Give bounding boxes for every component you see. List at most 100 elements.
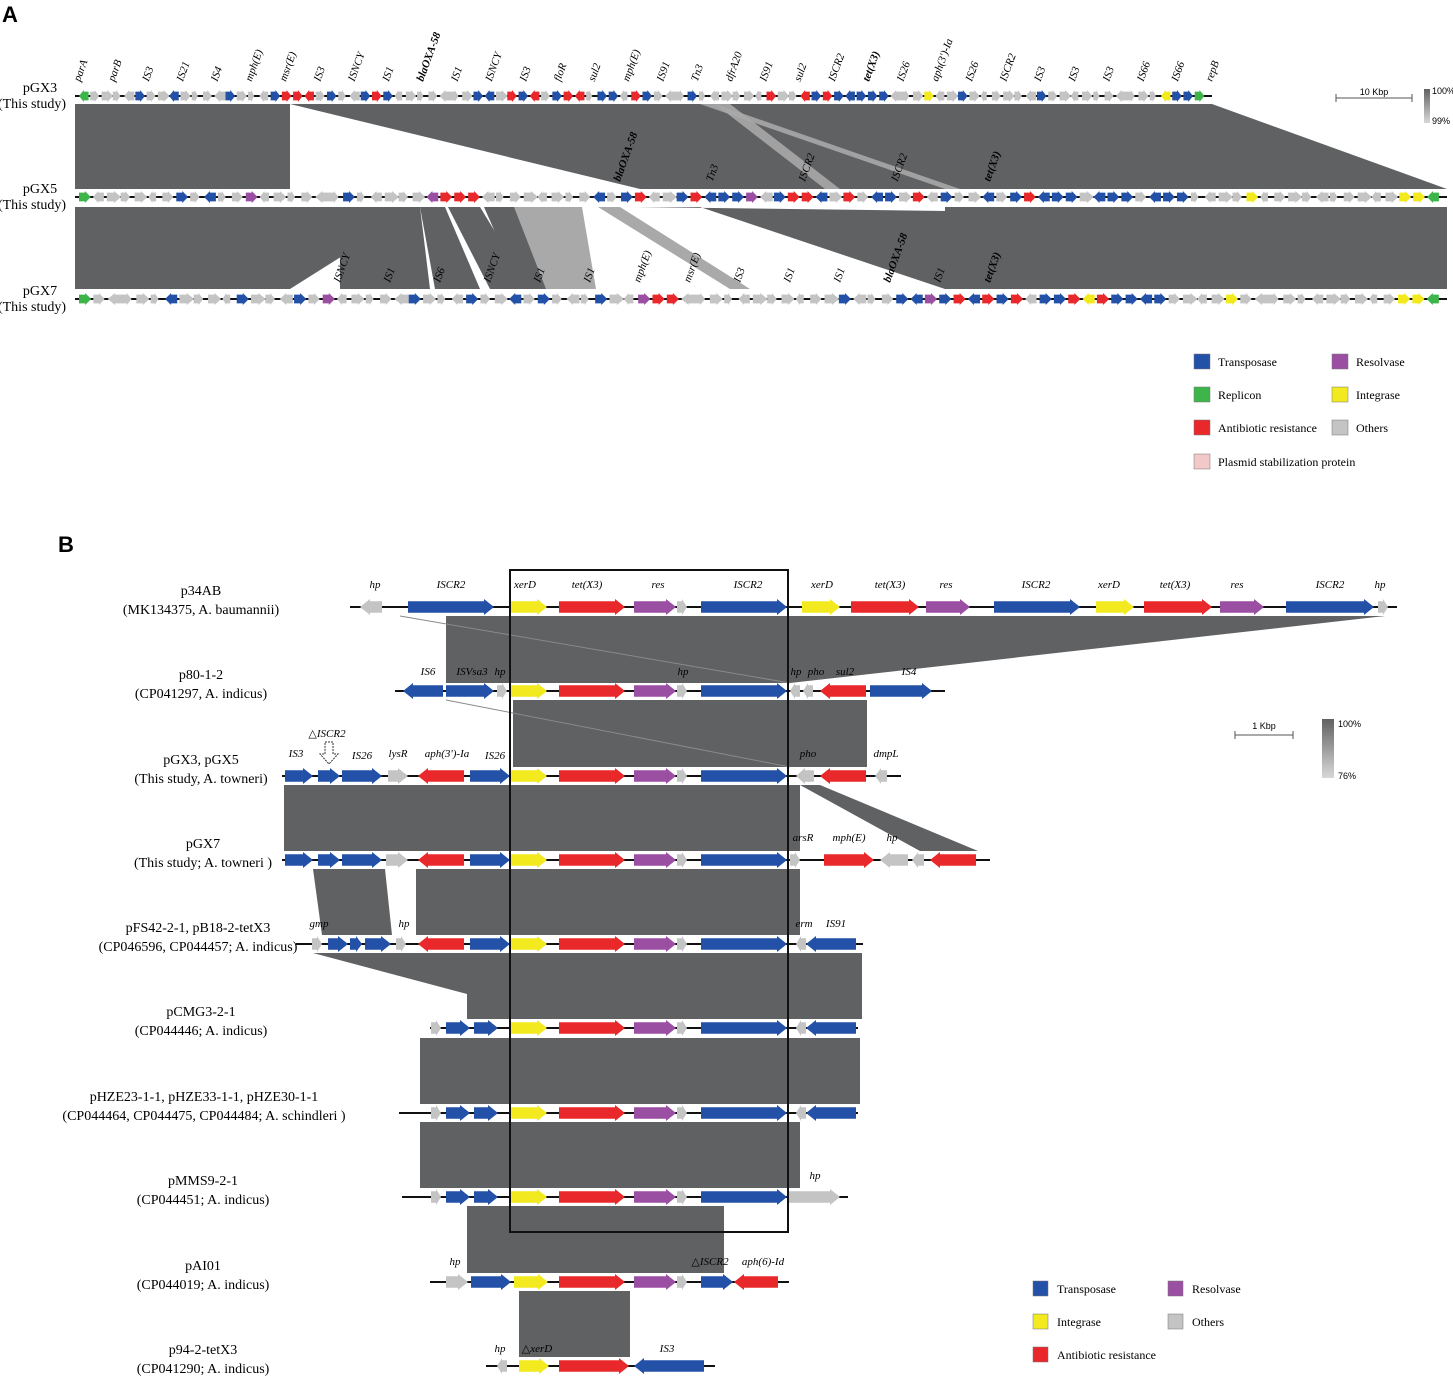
panel-b-gene-1-10 <box>820 683 866 699</box>
panel-b-gene-2-11 <box>796 768 814 784</box>
pgx3-gene-label-30: IS3 <box>1100 65 1117 84</box>
panel-a-gene-2-29 <box>494 293 508 305</box>
panel-a-gene-2-54 <box>853 293 867 305</box>
panel-b-gene-0-15 <box>1378 599 1388 615</box>
panel-a-gene-2-68 <box>1053 293 1067 305</box>
panel-b-gene-label: gmp <box>310 918 329 930</box>
panel-a-gene-2-37 <box>609 293 625 305</box>
panel-b-gene-label: ISCR2 <box>436 579 466 591</box>
panel-a-gene-2-93 <box>1412 293 1425 305</box>
panel-a-gene-1-76 <box>1135 191 1147 203</box>
panel-b-legend-swatch-resistance <box>1032 1346 1049 1363</box>
panel-a-gene-2-71 <box>1096 293 1110 305</box>
panel-a-gene-1-56 <box>857 191 869 203</box>
panel-a-legend-label-others: Others <box>1356 421 1388 435</box>
panel-b-gene-8-6 <box>701 1274 733 1290</box>
pgx3-gene-label-23: tet(X3) <box>861 50 883 83</box>
panel-b-gene-label: hp <box>495 1343 507 1355</box>
panel-a-gene-2-9 <box>208 293 222 305</box>
pgx3-gene-label-16: mph(E) <box>620 48 643 83</box>
panel-b-gene-label: IS3 <box>659 1343 675 1355</box>
panel-b-gene-2-12 <box>820 768 866 784</box>
panel-a-gene-1-94 <box>1385 191 1399 203</box>
panel-a-gene-1-16 <box>301 191 313 203</box>
panel-b-gene-7-2 <box>474 1189 498 1205</box>
panel-a-gene-0-52 <box>665 90 677 102</box>
panel-a-gene-0-22 <box>326 90 337 102</box>
panel-a-gene-0-83 <box>1014 90 1022 102</box>
panel-a-gene-1-22 <box>384 191 400 203</box>
panel-a-gene-2-34 <box>566 293 580 305</box>
pgx3-gene-label-15: sul2 <box>586 61 604 83</box>
panel-a-gene-1-85 <box>1260 191 1268 203</box>
panel-b-gene-label: ISCR2 <box>1315 579 1345 591</box>
panel-a-homology-block-8 <box>632 207 945 289</box>
pgx7-gene-label-8: IS3 <box>731 266 748 285</box>
panel-b-gene-0-12 <box>1144 599 1212 615</box>
panel-a-gene-1-66 <box>996 191 1008 203</box>
panel-a-gene-1-20 <box>356 191 365 203</box>
panel-b-track-sub-6: (CP044464, CP044475, CP044484; A. schind… <box>62 1109 345 1124</box>
panel-a-gene-2-61 <box>953 293 966 305</box>
panel-b-gene-0-8 <box>851 599 919 615</box>
panel-a-gene-0-81 <box>991 90 1001 102</box>
panel-a-gene-1-69 <box>1037 191 1050 203</box>
panel-a-gene-0-57 <box>721 90 733 102</box>
panel-b-gene-4-3 <box>365 936 391 952</box>
panel-b-gene-2-1 <box>318 768 340 784</box>
pgx5-gene-label-1: Tn3 <box>704 162 721 183</box>
panel-a-gene-2-30 <box>509 293 522 305</box>
panel-a-gene-1-93 <box>1371 191 1381 203</box>
panel-b-gene-5-2 <box>474 1020 498 1036</box>
panel-a-gene-1-91 <box>1343 191 1355 203</box>
panel-a-gene-2-77 <box>1182 293 1198 305</box>
panel-b-gene-7-4 <box>559 1189 625 1205</box>
panel-a-gene-2-88 <box>1340 293 1351 305</box>
panel-a-gene-2-22 <box>394 293 410 305</box>
panel-a-gene-0-11 <box>202 90 212 102</box>
panel-a-gene-2-59 <box>924 293 938 305</box>
panel-a-gene-2-40 <box>652 293 665 305</box>
panel-a-gene-1-6 <box>162 191 174 203</box>
panel-b-gene-4-4 <box>396 936 406 952</box>
panel-a-gene-2-66 <box>1025 293 1037 305</box>
panel-a-gene-0-38 <box>507 90 517 102</box>
panel-b-gene-1-7 <box>701 683 787 699</box>
panel-b-gene-0-2 <box>511 599 547 615</box>
panel-a-gene-2-7 <box>179 293 195 305</box>
panel-a-gene-1-59 <box>898 191 912 203</box>
panel-b-letter: B <box>58 532 74 557</box>
pgx3-gene-label-12: ISNCY <box>483 49 506 84</box>
panel-a-gene-2-24 <box>423 293 437 305</box>
panel-a-gene-2-31 <box>523 293 535 305</box>
panel-b-gene-label: pho <box>799 748 817 760</box>
panel-b-gene-2-2 <box>342 768 382 784</box>
panel-b-gene-3-5 <box>470 852 510 868</box>
panel-a-gene-2-81 <box>1240 293 1252 305</box>
pgx3-gene-label-33: repB <box>1204 59 1223 83</box>
panel-a-gene-1-90 <box>1329 191 1338 203</box>
panel-b-homology-block-12 <box>519 1291 630 1357</box>
panel-a-gene-0-13 <box>225 90 236 102</box>
panel-b-gene-0-13 <box>1220 599 1264 615</box>
panel-b-homology-block-7 <box>313 953 467 994</box>
panel-a-gene-0-79 <box>969 90 980 102</box>
panel-a-gene-2-72 <box>1111 293 1124 305</box>
panel-b-legend-label-others: Others <box>1192 1315 1224 1329</box>
panel-b-gene-3-4 <box>418 852 464 868</box>
panel-b-gene-2-7 <box>559 768 625 784</box>
panel-b-grad-bottom: 76% <box>1338 771 1356 781</box>
panel-a-legend-swatch-resolvase <box>1331 353 1349 370</box>
panel-b-gene-6-0 <box>431 1105 441 1121</box>
panel-a-gene-0-58 <box>732 90 741 102</box>
panel-a-gene-2-52 <box>824 293 840 305</box>
panel-a-gene-0-78 <box>958 90 968 102</box>
panel-b-gene-6-2 <box>474 1105 498 1121</box>
panel-b-gene-4-8 <box>559 936 625 952</box>
panel-b-homology-block-2 <box>513 700 867 767</box>
panel-a-gene-0-61 <box>766 90 777 102</box>
panel-b-track-name-5: pCMG3-2-1 <box>166 1005 235 1020</box>
panel-b-gene-4-7 <box>511 936 547 952</box>
panel-b-tracks <box>282 599 1397 1374</box>
panel-a-gene-0-35 <box>473 90 484 102</box>
